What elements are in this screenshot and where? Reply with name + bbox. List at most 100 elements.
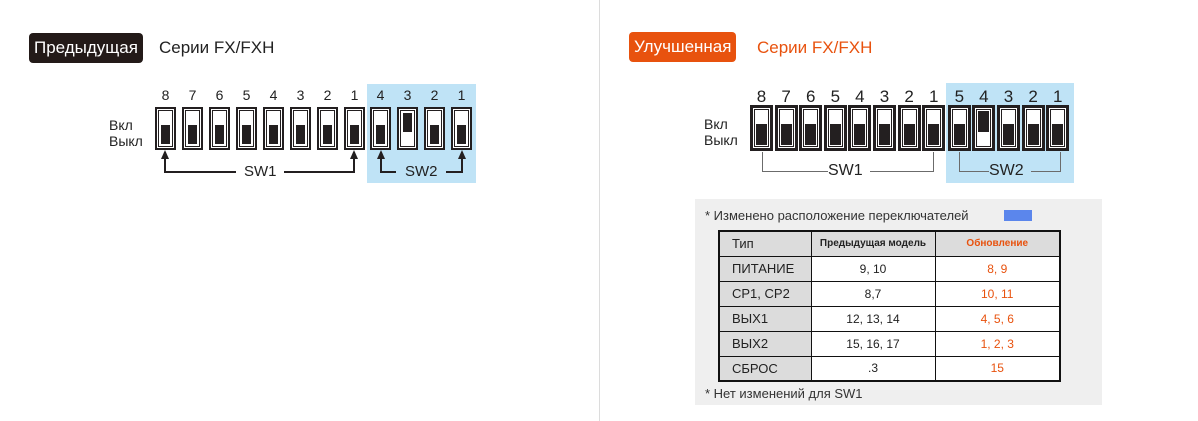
switch-number: 4 <box>855 87 865 106</box>
sw1-switch-6[interactable] <box>799 105 823 151</box>
previous-sw2-label: SW2 <box>405 163 438 180</box>
header-previous-model: Предыдущая модель <box>810 230 936 257</box>
switch-knob <box>903 124 915 145</box>
cell-previous: 12, 13, 14 <box>810 305 936 332</box>
switch-number: 1 <box>350 87 359 103</box>
table-header-row: Тип Предыдущая модель Обновление <box>718 230 1061 257</box>
previous-sw2-bracket-right <box>461 152 463 173</box>
previous-onoff-labels: Вкл Выкл <box>109 117 143 149</box>
switch-knob <box>242 125 251 144</box>
switch-number: 5 <box>830 87 841 106</box>
improved-sw1-bracket-right <box>933 152 934 172</box>
cell-update: 15 <box>934 355 1061 382</box>
switch-number: 2 <box>1028 87 1038 106</box>
cell-previous: .3 <box>810 355 936 382</box>
switch-knob <box>879 124 890 145</box>
switch-knob <box>457 125 466 144</box>
cell-update: 8, 9 <box>934 255 1061 282</box>
off-label: Выкл <box>109 133 143 149</box>
arrow-up-icon <box>161 150 169 159</box>
comparison-table: Тип Предыдущая модель Обновление ПИТАНИЕ… <box>718 230 1061 382</box>
cell-type: ПИТАНИЕ <box>718 255 812 282</box>
arrow-up-icon <box>377 150 385 159</box>
switch-knob <box>1052 124 1064 145</box>
switch-number: 1 <box>928 87 939 106</box>
table-row: CP1, CP2 8,7 10, 11 <box>718 280 1061 307</box>
previous-sw1-label: SW1 <box>244 163 277 180</box>
sw1-switch-1[interactable] <box>922 105 946 151</box>
improved-badge: Улучшенная <box>629 32 737 62</box>
on-label: Вкл <box>704 116 728 132</box>
cell-previous: 15, 16, 17 <box>810 330 936 357</box>
switch-number: 3 <box>403 87 412 103</box>
table-row: СБРОС .3 15 <box>718 355 1061 382</box>
cell-type: CP1, CP2 <box>718 280 812 307</box>
sw2-switch-1[interactable] <box>451 107 472 150</box>
off-label: Выкл <box>704 132 738 148</box>
switch-knob <box>805 124 817 145</box>
sw1-switch-7[interactable] <box>182 107 203 150</box>
header-type: Тип <box>718 230 812 257</box>
switch-knob <box>829 124 841 145</box>
sw2-switch-3[interactable] <box>997 105 1020 151</box>
sw1-switch-5[interactable] <box>236 107 257 150</box>
cell-type: ВЫХ2 <box>718 330 812 357</box>
improved-sw2-bracket-bottom-left <box>959 171 989 172</box>
arrow-up-icon <box>350 150 358 159</box>
sw2-switch-4[interactable] <box>972 105 996 151</box>
switch-knob <box>978 111 990 132</box>
sw1-switch-1[interactable] <box>344 107 365 150</box>
sw1-switch-6[interactable] <box>209 107 230 150</box>
switch-knob <box>215 125 224 144</box>
previous-sw1-bracket-left <box>164 152 166 173</box>
cell-type: СБРОС <box>718 355 812 382</box>
switch-knob <box>780 124 792 145</box>
sw1-switch-8[interactable] <box>750 105 773 151</box>
sw2-switch-1[interactable] <box>1046 105 1070 151</box>
switch-knob <box>1003 124 1014 145</box>
changed-note: * Изменено расположение переключателей <box>705 208 969 223</box>
previous-series-title: Серии FX/FXH <box>159 38 275 57</box>
sw1-switch-8[interactable] <box>155 107 176 150</box>
switch-knob <box>323 125 332 144</box>
improved-sw2-bracket-bottom-right <box>1031 171 1061 172</box>
improved-sw1-bracket-left <box>762 152 763 172</box>
switch-number: 7 <box>781 87 791 106</box>
switch-number: 1 <box>1052 87 1063 106</box>
sw1-switch-5[interactable] <box>823 105 847 151</box>
switch-knob <box>376 125 385 144</box>
table-row: ВЫХ1 12, 13, 14 4, 5, 6 <box>718 305 1061 332</box>
switch-number: 4 <box>376 87 385 103</box>
sw1-switch-4[interactable] <box>848 105 872 151</box>
header-update: Обновление <box>934 230 1061 257</box>
switch-knob <box>928 124 940 145</box>
sw2-switch-2[interactable] <box>1021 105 1045 151</box>
switch-number: 4 <box>269 87 278 103</box>
previous-sw2-bracket-bottom-right <box>446 171 463 173</box>
switch-number: 5 <box>954 87 965 106</box>
sw1-switch-7[interactable] <box>774 105 798 151</box>
switch-knob <box>269 125 278 144</box>
improved-sw1-label: SW1 <box>828 162 863 179</box>
sw1-switch-2[interactable] <box>317 107 338 150</box>
sw1-switch-2[interactable] <box>897 105 921 151</box>
legend-swatch <box>1004 210 1032 221</box>
improved-onoff-labels: Вкл Выкл <box>704 116 738 148</box>
previous-sw1-bracket-bottom-left <box>164 171 236 173</box>
sw2-switch-2[interactable] <box>424 107 445 150</box>
switch-knob <box>350 125 359 144</box>
cell-previous: 9, 10 <box>810 255 936 282</box>
cell-previous: 8,7 <box>810 280 936 307</box>
switch-knob <box>161 125 170 144</box>
sw2-switch-4[interactable] <box>370 107 391 150</box>
sw1-switch-3[interactable] <box>290 107 311 150</box>
switch-number: 2 <box>430 87 439 103</box>
sw2-switch-5[interactable] <box>947 105 971 151</box>
switch-number: 2 <box>323 87 332 103</box>
improved-sw2-bracket-right <box>1060 152 1061 172</box>
section-divider <box>599 0 600 421</box>
cell-update: 1, 2, 3 <box>934 330 1061 357</box>
sw2-switch-3[interactable] <box>397 107 418 150</box>
sw1-switch-4[interactable] <box>263 107 284 150</box>
sw1-switch-3[interactable] <box>873 105 896 151</box>
